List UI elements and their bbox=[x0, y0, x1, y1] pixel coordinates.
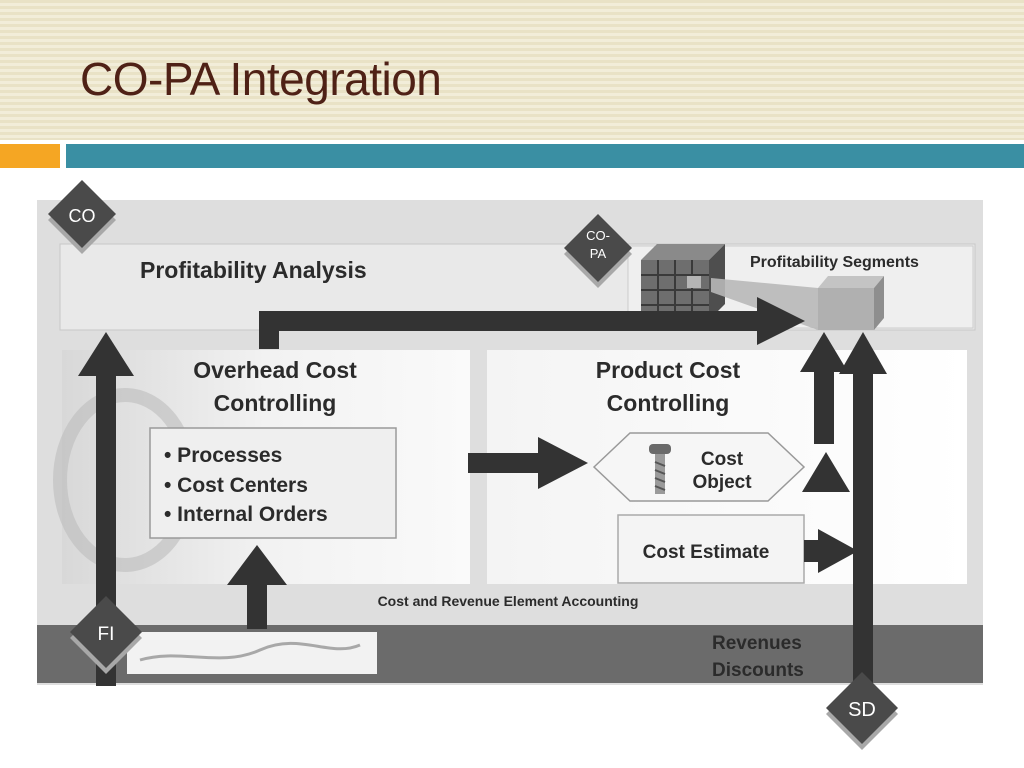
svg-text:SD: SD bbox=[848, 699, 876, 721]
arrow-overhead-to-product bbox=[468, 437, 588, 489]
element-accounting-label: Cost and Revenue Element Accounting bbox=[378, 593, 639, 609]
overhead-item-internal-orders: • Internal Orders bbox=[164, 503, 328, 526]
cost-estimate-label: Cost Estimate bbox=[643, 542, 770, 563]
arrow-product-to-segments bbox=[800, 332, 848, 444]
overhead-title-line1: Overhead Cost bbox=[193, 357, 357, 383]
accent-bar-orange bbox=[0, 144, 60, 168]
product-title-line1: Product Cost bbox=[596, 357, 741, 383]
cost-object-up-triangle bbox=[802, 452, 850, 492]
overhead-title-line2: Controlling bbox=[214, 390, 337, 416]
cost-object-hexagon bbox=[592, 432, 806, 502]
svg-text:FI: FI bbox=[98, 624, 115, 645]
svg-text:PA: PA bbox=[590, 246, 607, 261]
profitability-analysis-label: Profitability Analysis bbox=[140, 257, 367, 283]
arrow-to-profitability-segments bbox=[259, 297, 805, 349]
revenues-label: Revenues bbox=[712, 633, 802, 654]
cost-object-line2: Object bbox=[692, 472, 752, 493]
overhead-items-box bbox=[149, 427, 397, 539]
screw-icon bbox=[649, 444, 671, 494]
copa-badge: CO- PA bbox=[564, 214, 632, 288]
co-badge: CO bbox=[48, 180, 116, 254]
discounts-label: Discounts bbox=[712, 660, 804, 681]
slide-title: CO-PA Integration bbox=[80, 53, 442, 105]
accent-bar-teal bbox=[66, 144, 1024, 168]
svg-text:CO-: CO- bbox=[586, 228, 610, 243]
profitability-segments-label: Profitability Segments bbox=[750, 254, 919, 271]
product-title-line2: Controlling bbox=[607, 390, 730, 416]
arrow-cost-estimate bbox=[804, 529, 858, 573]
title-band bbox=[0, 0, 1024, 140]
cost-object-line1: Cost bbox=[701, 449, 744, 470]
arrow-fi-to-overhead bbox=[227, 545, 287, 629]
cost-estimate-box bbox=[617, 514, 805, 584]
overhead-item-cost-centers: • Cost Centers bbox=[164, 474, 308, 497]
fi-badge: FI bbox=[70, 596, 142, 674]
fi-document-sketch bbox=[139, 641, 361, 662]
arrow-sd-to-segments bbox=[839, 332, 887, 710]
sd-badge: SD bbox=[826, 672, 898, 750]
svg-text:CO: CO bbox=[69, 206, 96, 226]
overhead-item-processes: • Processes bbox=[164, 444, 282, 467]
